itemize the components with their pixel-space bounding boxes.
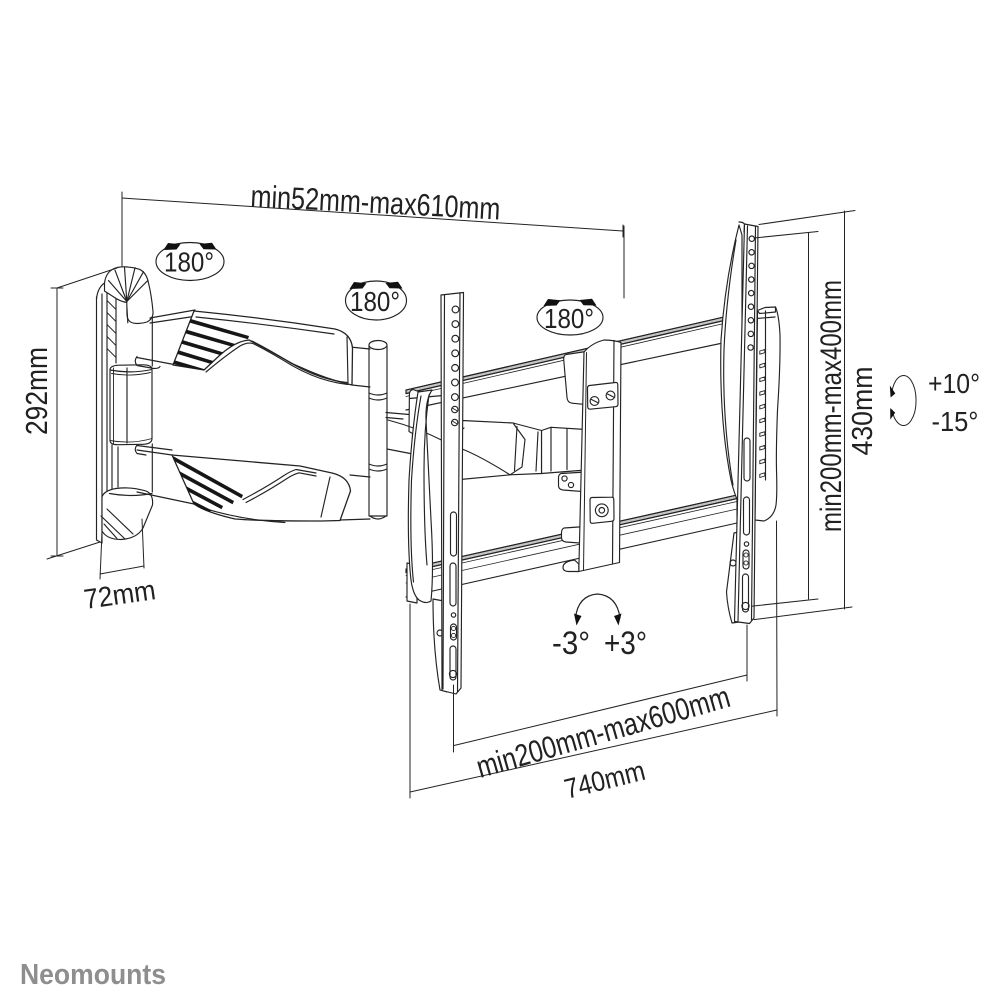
svg-text:-15°: -15°: [932, 406, 979, 437]
svg-text:Neomounts: Neomounts: [20, 959, 166, 991]
svg-text:292mm: 292mm: [19, 347, 54, 435]
svg-text:430mm: 430mm: [847, 367, 879, 456]
svg-text:180°: 180°: [164, 247, 214, 278]
svg-text:180°: 180°: [350, 286, 400, 317]
svg-text:180°: 180°: [544, 303, 594, 334]
svg-text:+10°: +10°: [928, 368, 980, 399]
svg-text:min200mm-max400mm: min200mm-max400mm: [815, 280, 848, 532]
svg-text:-3°: -3°: [552, 625, 590, 661]
svg-text:+3°: +3°: [604, 625, 647, 661]
